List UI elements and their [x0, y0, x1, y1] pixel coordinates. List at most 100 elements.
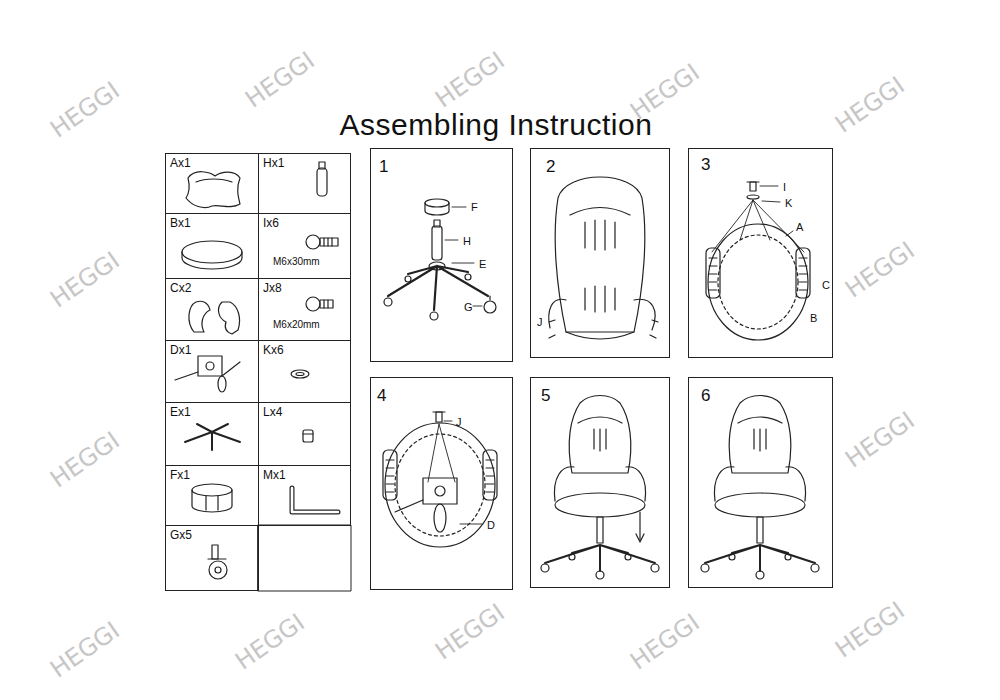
caster-icon — [208, 558, 226, 559]
assembled-chair — [738, 417, 782, 423]
cap-ring-icon — [192, 484, 232, 496]
step-four-drawing — [444, 421, 482, 524]
step-panel: 1FHEG — [370, 148, 513, 362]
empty-table-cell — [258, 525, 351, 591]
step-panel: 6 — [688, 377, 833, 588]
part-quantity: Ax1 — [170, 157, 191, 171]
mechanism-icon — [206, 362, 214, 370]
part-quantity: Jx8 — [263, 282, 282, 296]
washer-icon — [291, 370, 309, 378]
title: Assembling Instruction — [340, 108, 653, 143]
watermark: HEGGI — [841, 407, 920, 473]
part-quantity: Ex1 — [170, 406, 191, 420]
step-two-drawing — [585, 220, 615, 250]
push-down-arrow — [639, 512, 640, 540]
hex-key-icon — [292, 488, 338, 512]
bolt-icon — [320, 238, 338, 246]
assembled-chair — [701, 396, 819, 580]
watermark: HEGGI — [231, 609, 310, 675]
step-two-drawing — [549, 299, 566, 328]
watermark: HEGGI — [841, 237, 920, 303]
base-icon — [185, 424, 240, 450]
step-four-drawing — [435, 486, 445, 496]
step-two-drawing — [566, 332, 634, 339]
watermark: HEGGI — [626, 609, 705, 675]
assembled-chair — [625, 554, 631, 560]
step-three-drawing — [706, 248, 720, 298]
bolt-icon — [306, 235, 338, 249]
bolt-icon — [306, 235, 320, 249]
step-one-drawing — [425, 199, 449, 207]
part-cell: Kx6 — [258, 340, 351, 403]
step-number: 5 — [541, 386, 550, 406]
part-cell: Dx1 — [165, 340, 259, 403]
assembled-chair — [569, 554, 575, 560]
bolt-size: M6x20mm — [273, 319, 320, 331]
assembled-chair — [757, 517, 763, 543]
assembled-chair — [541, 396, 659, 580]
step-four-drawing — [395, 500, 423, 512]
watermark: HEGGI — [46, 77, 125, 143]
part-quantity: Ix6 — [263, 217, 279, 231]
base-icon — [185, 424, 240, 450]
bolt-size: M6x30mm — [273, 256, 320, 268]
step-three-drawing — [747, 181, 759, 182]
gas-lift-icon — [317, 168, 327, 196]
bolt-icon — [306, 297, 320, 311]
callout-letter: E — [479, 258, 486, 271]
gas-lift-icon — [317, 162, 327, 196]
assembled-chair — [594, 429, 606, 451]
step-one-drawing — [484, 301, 496, 313]
step-two-drawing — [549, 177, 658, 339]
part-cell: Bx1 — [165, 213, 259, 279]
bolt-icon — [324, 238, 332, 246]
part-quantity: Hx1 — [263, 157, 284, 171]
assembled-chair — [785, 554, 791, 560]
part-cell: Ix6M6x30mm — [258, 213, 351, 279]
watermark: HEGGI — [241, 47, 320, 113]
seat-icon — [182, 241, 242, 263]
armrest-icon — [189, 301, 240, 334]
assembled-chair — [596, 571, 604, 579]
push-down-arrow — [636, 512, 644, 542]
callout-letter: D — [487, 519, 495, 532]
step-number: 6 — [701, 386, 710, 406]
backrest-icon — [186, 172, 240, 208]
cap-ring-icon — [192, 484, 232, 512]
hex-key-icon — [292, 488, 338, 512]
washer-icon — [291, 370, 309, 378]
part-quantity: Mx1 — [263, 469, 286, 483]
assembled-chair — [701, 564, 709, 572]
step-one-drawing — [405, 276, 411, 282]
step-two-drawing — [555, 177, 645, 332]
step-one-drawing — [489, 296, 490, 300]
caster-icon — [215, 567, 221, 573]
assembled-chair — [754, 429, 766, 451]
watermark: HEGGI — [831, 597, 910, 663]
assembled-chair — [811, 564, 819, 572]
bolt-icon — [324, 300, 328, 308]
callout-letter: J — [456, 416, 462, 429]
part-quantity: Bx1 — [170, 217, 191, 231]
assembled-chair — [756, 571, 764, 579]
step-four-drawing — [486, 460, 494, 492]
watermark: HEGGI — [46, 617, 125, 683]
step-two-drawing — [585, 286, 615, 312]
armrest-icon — [219, 302, 240, 334]
assembled-chair — [651, 564, 659, 572]
step-panel: 2J — [530, 148, 670, 358]
mechanism-icon — [222, 362, 240, 376]
callout-letter: I — [783, 181, 786, 194]
seat-icon — [182, 252, 242, 269]
step-number: 3 — [701, 155, 710, 175]
step-two-drawing — [549, 320, 658, 338]
step-one-drawing — [465, 274, 471, 280]
mechanism-icon — [198, 356, 222, 376]
seat-icon — [182, 241, 242, 269]
callout-letter: J — [537, 316, 543, 329]
backrest-icon — [196, 179, 232, 182]
step-one-drawing — [384, 298, 392, 306]
part-quantity: Dx1 — [170, 344, 191, 358]
push-down-arrow — [636, 534, 644, 542]
part-cell: Lx4 — [258, 402, 351, 466]
